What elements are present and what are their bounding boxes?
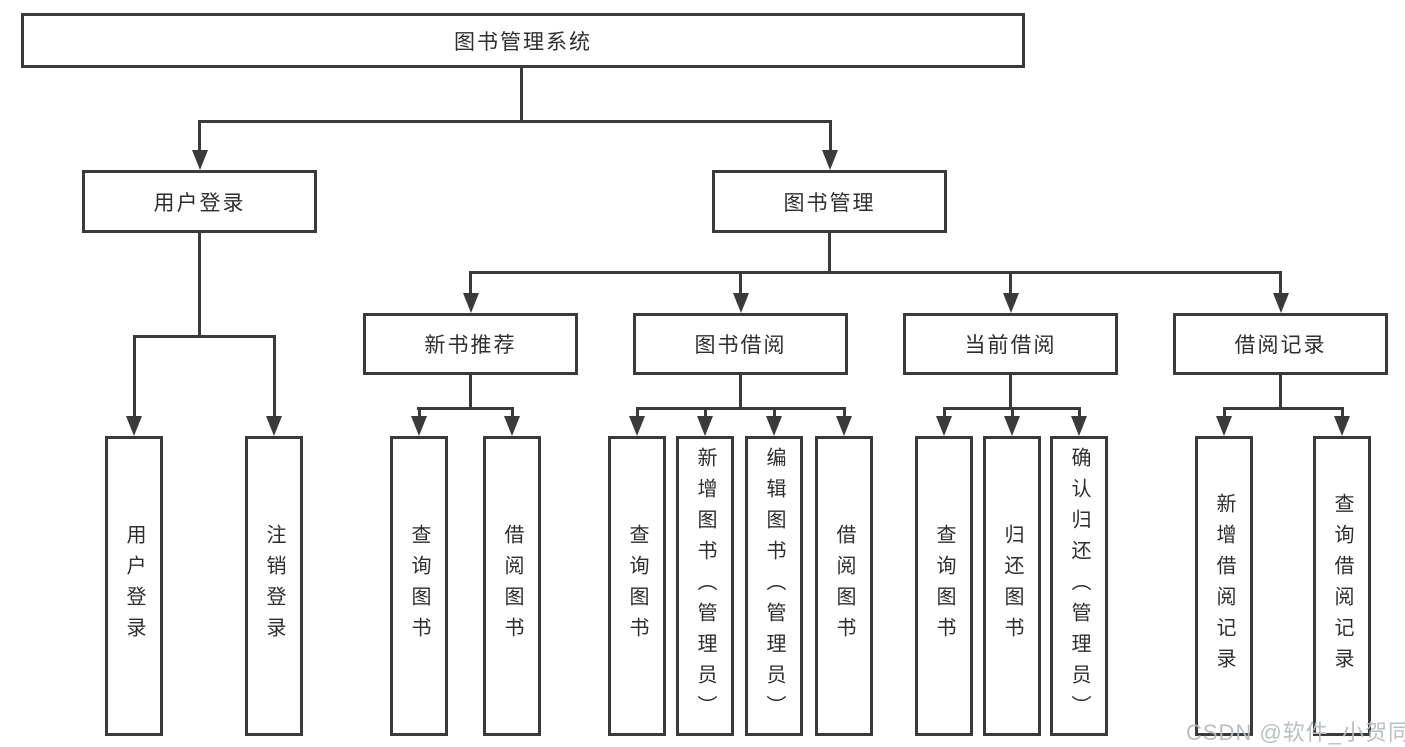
leaf-query-books-borrow: 查询图书	[608, 436, 666, 736]
node-borrow-records: 借阅记录	[1173, 313, 1388, 375]
leaf-user-login-label: 用户登录	[123, 524, 145, 648]
connector-line	[739, 271, 742, 295]
connector-line	[739, 375, 742, 407]
connector-line	[511, 407, 514, 418]
leaf-query-borrow-record: 查询借阅记录	[1313, 436, 1371, 736]
node-library-system-label: 图书管理系统	[454, 30, 592, 54]
leaf-borrow-books-recommend-label: 借阅图书	[501, 524, 523, 648]
arrow-down-icon	[766, 416, 782, 436]
arrow-down-icon	[1216, 416, 1232, 436]
leaf-add-borrow-record: 新增借阅记录	[1195, 436, 1253, 736]
csdn-watermark: CSDN @软件_小贺同学	[1186, 720, 1405, 745]
connector-line	[1011, 407, 1014, 418]
leaf-query-books-recommend: 查询图书	[390, 436, 448, 736]
arrow-down-icon	[1071, 416, 1087, 436]
leaf-edit-books-admin-label: 编辑图书（管理员）	[763, 446, 785, 726]
connector-line	[1279, 375, 1282, 407]
connector-line	[418, 407, 421, 418]
arrow-down-icon	[411, 416, 427, 436]
connector-line	[469, 271, 472, 295]
connector-line	[1223, 407, 1344, 410]
arrow-down-icon	[1273, 293, 1289, 313]
arrow-down-icon	[1004, 416, 1020, 436]
arrow-down-icon	[126, 416, 142, 436]
leaf-user-login: 用户登录	[105, 436, 163, 736]
connector-line	[198, 233, 201, 335]
connector-line	[133, 335, 136, 418]
node-book-management-label: 图书管理	[783, 191, 876, 215]
node-user-login-label: 用户登录	[153, 191, 246, 215]
connector-line	[273, 335, 276, 418]
arrow-down-icon	[266, 416, 282, 436]
node-current-borrow-label: 当前借阅	[964, 334, 1057, 357]
leaf-borrow-books: 借阅图书	[815, 436, 873, 736]
node-user-login: 用户登录	[82, 170, 317, 233]
leaf-query-books-recommend-label: 查询图书	[408, 524, 430, 648]
arrow-down-icon	[697, 416, 713, 436]
connector-line	[636, 407, 846, 410]
arrow-down-icon	[936, 416, 952, 436]
arrow-down-icon	[733, 293, 749, 313]
connector-line	[133, 335, 275, 338]
node-borrow-records-label: 借阅记录	[1234, 334, 1327, 357]
leaf-query-books-current-label: 查询图书	[933, 524, 955, 648]
leaf-confirm-return-admin-label: 确认归还（管理员）	[1068, 446, 1090, 726]
leaf-borrow-books-recommend: 借阅图书	[483, 436, 541, 736]
connector-line	[198, 120, 201, 152]
leaf-return-books: 归还图书	[983, 436, 1041, 736]
leaf-edit-books-admin: 编辑图书（管理员）	[745, 436, 803, 736]
leaf-confirm-return-admin: 确认归还（管理员）	[1050, 436, 1108, 736]
connector-line	[198, 120, 832, 123]
arrow-down-icon	[504, 416, 520, 436]
connector-line	[829, 120, 832, 152]
node-new-book-recommend: 新书推荐	[363, 313, 578, 375]
node-current-borrow: 当前借阅	[903, 313, 1118, 375]
node-book-borrow-label: 图书借阅	[694, 334, 787, 357]
leaf-query-books-current: 查询图书	[915, 436, 973, 736]
arrow-down-icon	[822, 150, 838, 170]
node-book-management: 图书管理	[712, 170, 947, 233]
connector-line	[1341, 407, 1344, 418]
connector-line	[469, 375, 472, 407]
node-library-system: 图书管理系统	[21, 13, 1025, 68]
connector-line	[1009, 271, 1012, 295]
connector-line	[1279, 271, 1282, 295]
arrow-down-icon	[1334, 416, 1350, 436]
arrow-down-icon	[836, 416, 852, 436]
arrow-down-icon	[192, 150, 208, 170]
connector-line	[1009, 375, 1012, 407]
connector-line	[1223, 407, 1226, 418]
leaf-logout-label: 注销登录	[263, 524, 285, 648]
leaf-add-books-admin-label: 新增图书（管理员）	[694, 446, 716, 726]
leaf-logout: 注销登录	[245, 436, 303, 736]
connector-line	[843, 407, 846, 418]
leaf-return-books-label: 归还图书	[1001, 524, 1023, 648]
connector-line	[417, 407, 514, 410]
connector-line	[773, 407, 776, 418]
leaf-query-borrow-record-label: 查询借阅记录	[1331, 493, 1353, 679]
leaf-query-books-borrow-label: 查询图书	[626, 524, 648, 648]
connector-line	[828, 233, 831, 271]
connector-line	[1078, 407, 1081, 418]
connector-line	[943, 407, 946, 418]
arrow-down-icon	[1003, 293, 1019, 313]
connector-line	[469, 271, 1282, 274]
arrow-down-icon	[463, 293, 479, 313]
connector-line	[520, 68, 523, 120]
arrow-down-icon	[629, 416, 645, 436]
connector-line	[636, 407, 639, 418]
node-book-borrow: 图书借阅	[633, 313, 848, 375]
node-new-book-recommend-label: 新书推荐	[424, 334, 517, 357]
leaf-add-books-admin: 新增图书（管理员）	[676, 436, 734, 736]
leaf-borrow-books-label: 借阅图书	[833, 524, 855, 648]
leaf-add-borrow-record-label: 新增借阅记录	[1213, 493, 1235, 679]
connector-line	[704, 407, 707, 418]
